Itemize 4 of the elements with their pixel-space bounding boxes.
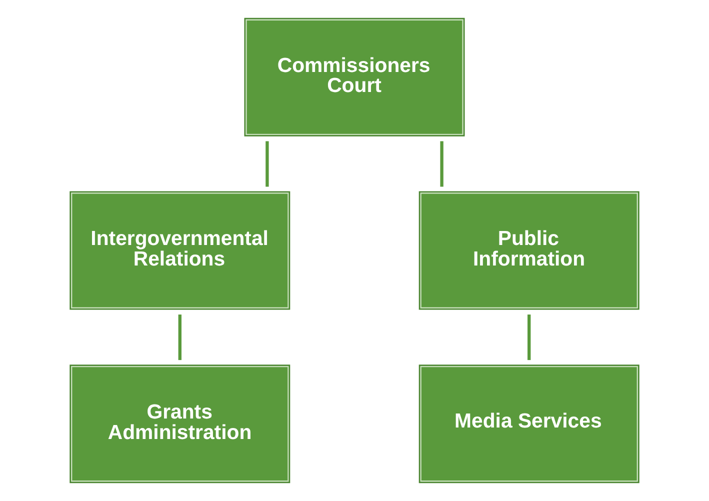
connector bbox=[440, 141, 444, 187]
connector bbox=[266, 141, 269, 187]
connector bbox=[528, 314, 531, 360]
connector bbox=[178, 314, 182, 360]
